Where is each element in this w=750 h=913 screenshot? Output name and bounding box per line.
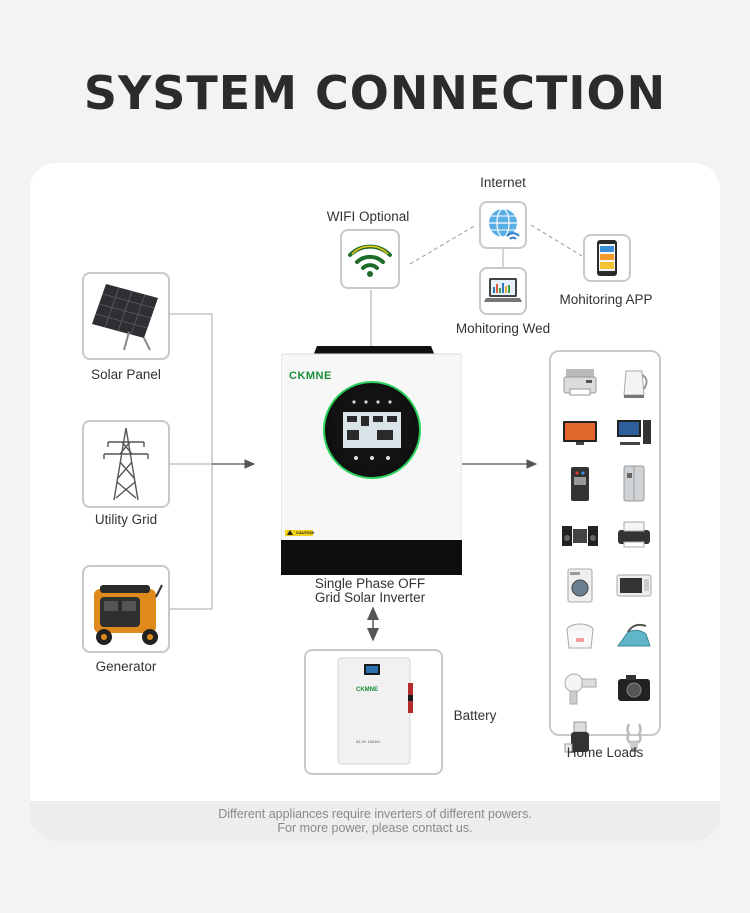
power-tower-icon	[103, 427, 149, 501]
inverter-label-line-2: Grid Solar Inverter	[314, 590, 426, 605]
utility-grid-label: Utility Grid	[94, 512, 158, 527]
battery-spec: 51.2V 100AH	[356, 739, 380, 744]
solar-panel-icon	[92, 284, 158, 351]
hair-dryer-icon	[557, 664, 603, 710]
monitoring-web-label: Mohitoring Wed	[455, 321, 551, 336]
inverter-body	[280, 346, 463, 576]
inverter-label: Single Phase OFF Grid Solar Inverter	[270, 577, 470, 605]
home-loads-label: Home Loads	[566, 745, 644, 760]
wifi-icon	[348, 244, 392, 277]
kettle-icon	[611, 358, 657, 404]
battery-icon	[337, 657, 413, 765]
inverter-device: CKMNE CAUTION	[280, 346, 463, 576]
generator-wire	[170, 464, 213, 610]
camera-icon	[611, 664, 657, 710]
footer-line-2: For more power, please contact us.	[277, 821, 473, 835]
tv-icon	[557, 409, 603, 455]
generator-icon	[94, 584, 163, 645]
monitoring-app-label: Mohitoring APP	[559, 292, 653, 307]
wifi-internet-link	[409, 224, 477, 265]
laptop-icon	[484, 278, 522, 302]
home-loads-node	[549, 350, 661, 753]
utility-grid-node	[82, 420, 170, 508]
microwave-icon	[611, 562, 657, 608]
refrigerator-icon	[611, 460, 657, 506]
monitoring-web-node	[479, 267, 527, 315]
smartphone-icon	[597, 240, 617, 276]
wifi-label: WIFI Optional	[326, 209, 410, 224]
stereo-icon	[557, 511, 603, 557]
solar-panel-label: Solar Panel	[91, 367, 161, 382]
internet-label: Internet	[480, 175, 526, 190]
juicer-icon	[557, 715, 603, 761]
inverter-label-line-1: Single Phase OFF	[314, 576, 426, 591]
footer-line-1: Different appliances require inverters o…	[218, 807, 532, 821]
light-bulb-icon	[611, 715, 657, 761]
battery-node: CKMNE 51.2V 100AH	[304, 649, 443, 775]
washing-machine-icon	[557, 562, 603, 608]
desktop-pc-icon	[611, 409, 657, 455]
internet-app-link	[530, 224, 583, 257]
water-dispenser-icon	[557, 460, 603, 506]
solar-panel-node	[82, 272, 170, 360]
internet-node	[479, 201, 527, 249]
globe-icon	[489, 208, 520, 240]
battery-label: Battery	[453, 708, 497, 723]
solar-wire	[170, 313, 213, 464]
wifi-node	[340, 229, 400, 289]
inverter-brand: CKMNE	[289, 370, 332, 382]
printer-icon	[557, 358, 603, 404]
inverter-caution: CAUTION	[296, 530, 315, 535]
generator-label: Generator	[95, 659, 157, 674]
battery-brand: CKMNE	[356, 687, 378, 693]
steam-iron-icon	[611, 613, 657, 659]
monitoring-app-node	[583, 234, 631, 282]
inkjet-printer-icon	[611, 511, 657, 557]
appliance-grid	[557, 358, 657, 761]
generator-node	[82, 565, 170, 653]
footer-note: Different appliances require inverters o…	[30, 801, 720, 841]
page-title: SYSTEM CONNECTION	[83, 66, 667, 120]
rice-cooker-icon	[557, 613, 603, 659]
